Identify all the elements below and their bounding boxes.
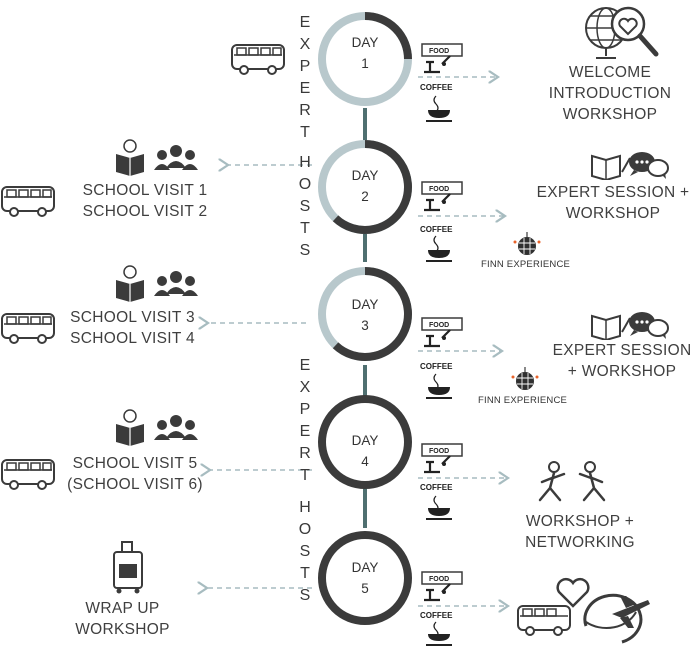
bus-icon (1, 313, 55, 344)
book-speech-icon (591, 152, 669, 180)
bus-icon (1, 186, 55, 217)
food-coffee-icon-day4: FOOD COFFEE (420, 443, 463, 520)
svg-text:FOOD: FOOD (429, 48, 449, 55)
day-4-school-visits: SCHOOL VISIT 5(SCHOOL VISIT 6) (67, 455, 203, 493)
food-coffee-icon-day5: FOOD COFFEE (420, 571, 463, 646)
svg-text:FOOD: FOOD (429, 576, 449, 583)
food-coffee-icon-day2: FOOD COFFEE (420, 181, 463, 262)
runners-icon (538, 461, 606, 502)
day-rings (318, 12, 412, 625)
svg-text:FOOD: FOOD (429, 448, 449, 455)
day-3-activity: EXPERT SESSION+ WORKSHOP (552, 342, 692, 380)
svg-text:FOOD: FOOD (429, 186, 449, 193)
reader-group-icon (116, 265, 198, 302)
svg-text:FOOD: FOOD (429, 322, 449, 329)
food-coffee-icon-day1: FOOD COFFEE (420, 43, 463, 122)
finn-experience-label-day3: FINN EXPERIENCE (478, 395, 568, 406)
svg-text:COFFEE: COFFEE (420, 611, 453, 620)
bus-heart-plane-icon (517, 578, 650, 644)
coffee-icon: COFFEE (420, 611, 453, 646)
day-4-ring (318, 395, 412, 489)
day-2-progress-arc (332, 140, 412, 234)
coffee-icon: COFFEE (420, 362, 453, 399)
day-2-activity: EXPERT SESSION +WORKSHOP (536, 184, 690, 222)
finn-experience-label-day2: FINN EXPERIENCE (481, 259, 571, 270)
day-4-activity: WORKSHOP +NETWORKING (525, 513, 635, 551)
disco-ball-icon (513, 232, 541, 255)
day-5-ring (318, 531, 412, 625)
svg-text:COFFEE: COFFEE (420, 483, 453, 492)
svg-text:COFFEE: COFFEE (420, 83, 453, 92)
globe-heart-icon (585, 6, 659, 59)
food-icon: FOOD (421, 443, 463, 474)
svg-text:COFFEE: COFFEE (420, 362, 453, 371)
svg-text:COFFEE: COFFEE (420, 225, 453, 234)
food-icon: FOOD (421, 43, 463, 74)
coffee-icon: COFFEE (420, 83, 453, 122)
reader-group-icon (116, 139, 198, 176)
food-icon: FOOD (421, 317, 463, 348)
food-icon: FOOD (421, 571, 463, 602)
food-icon: FOOD (421, 181, 463, 212)
food-coffee-icon-day3: FOOD COFFEE (420, 317, 463, 399)
bus-icon (231, 44, 285, 75)
day-3-progress-arc (332, 267, 412, 361)
coffee-icon: COFFEE (420, 483, 453, 520)
bus-icon (1, 459, 55, 490)
disco-ball-icon (511, 367, 539, 390)
suitcase-icon (113, 541, 143, 594)
reader-group-icon (116, 409, 198, 446)
coffee-icon: COFFEE (420, 225, 453, 262)
day-1-progress-arc (364, 12, 412, 60)
book-speech-icon (591, 312, 669, 340)
